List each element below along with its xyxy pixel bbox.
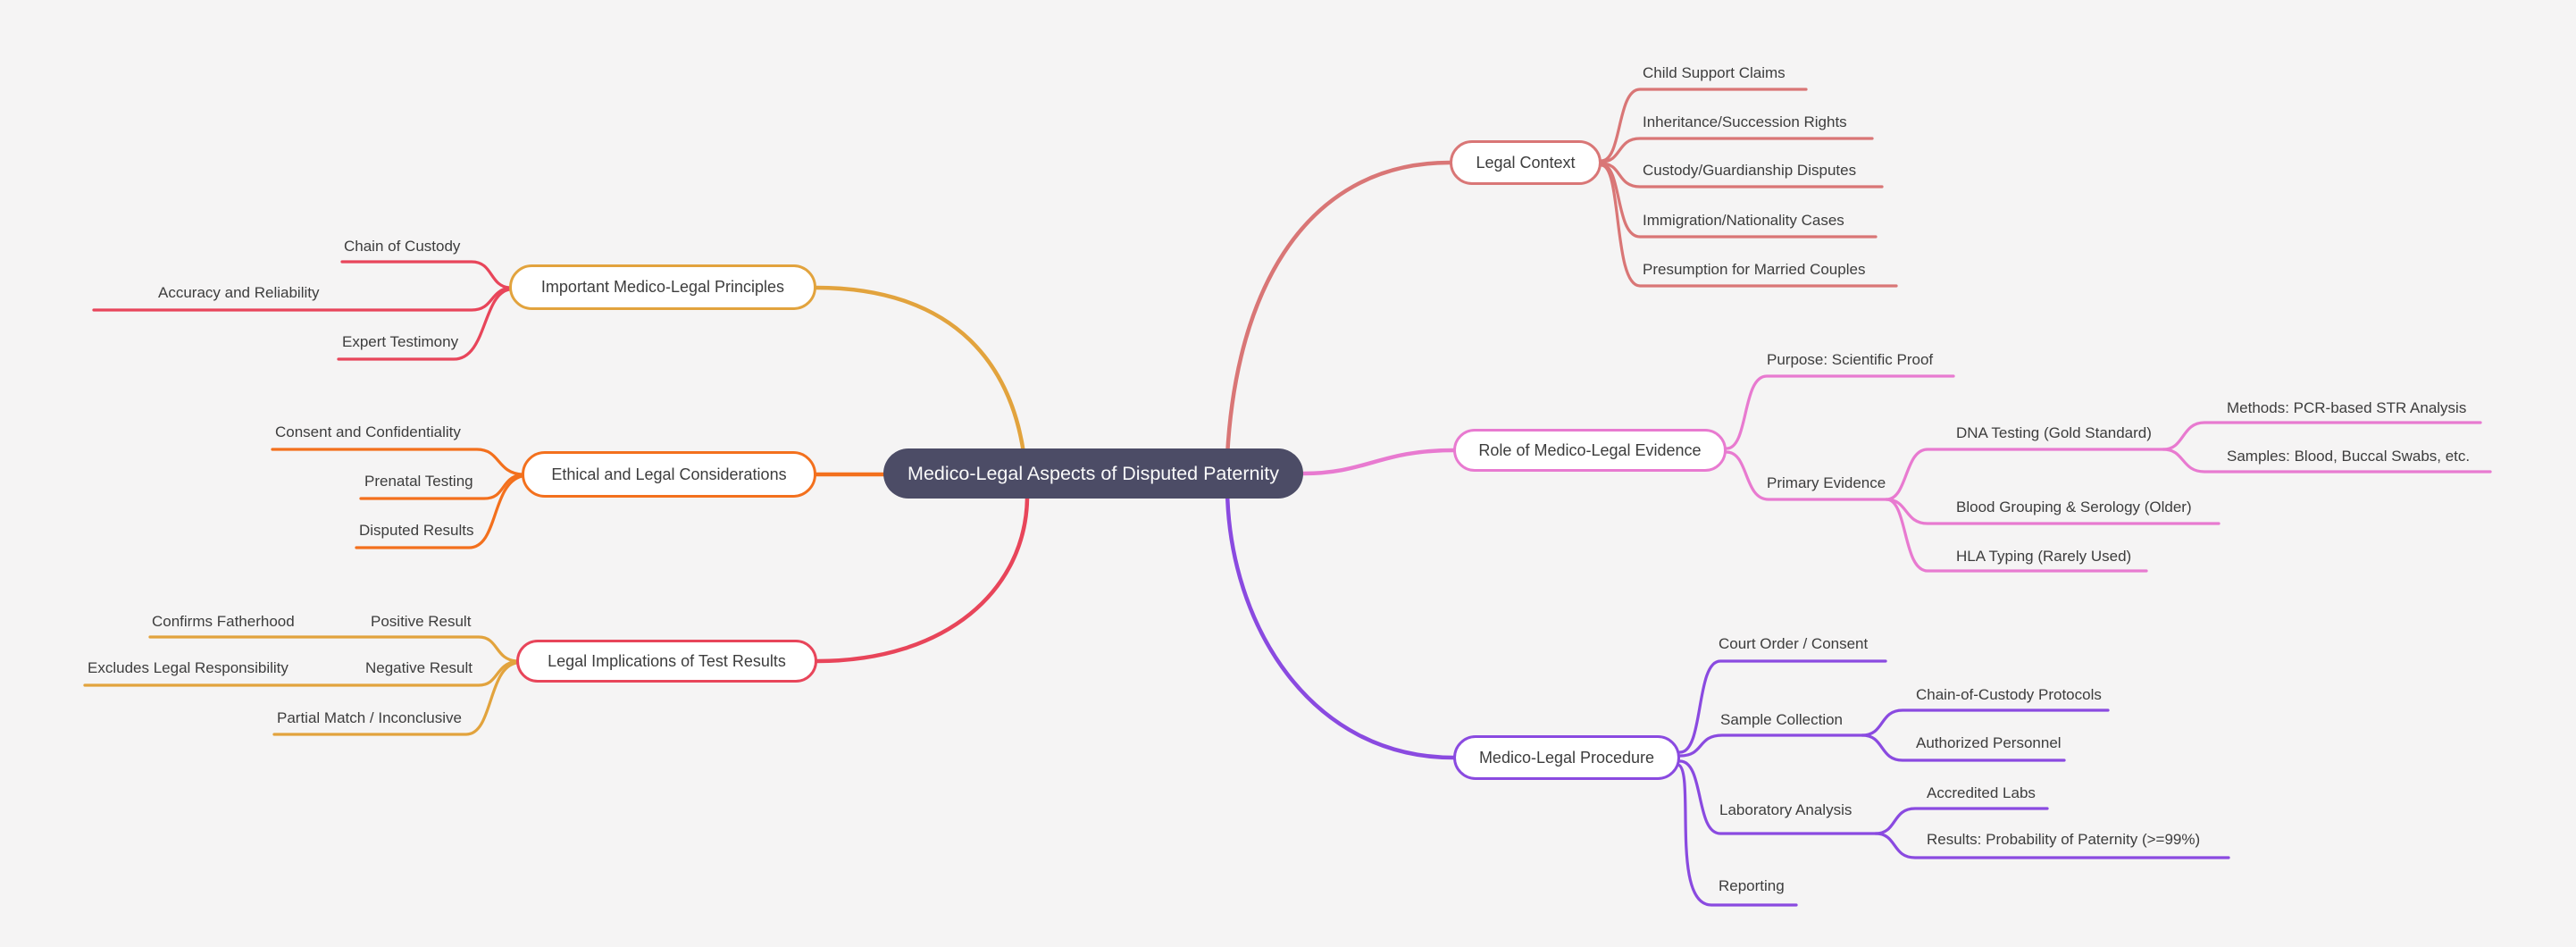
node-custody-guardianship[interactable]: Custody/Guardianship Disputes: [1643, 162, 1857, 179]
node-positive-result[interactable]: Positive Result: [371, 613, 472, 630]
ethical-links: [271, 448, 523, 549]
implications-links: [83, 635, 518, 736]
node-immigration-nationality[interactable]: Immigration/Nationality Cases: [1643, 212, 1844, 229]
node-chain-of-custody-protocols[interactable]: Chain-of-Custody Protocols: [1916, 686, 2102, 703]
node-blood-grouping-serology[interactable]: Blood Grouping & Serology (Older): [1956, 499, 2192, 515]
node-reporting[interactable]: Reporting: [1719, 877, 1785, 894]
node-authorized-personnel[interactable]: Authorized Personnel: [1916, 734, 2062, 751]
node-sample-collection[interactable]: Sample Collection: [1720, 711, 1844, 728]
node-partial-match-inconclusive[interactable]: Partial Match / Inconclusive: [277, 709, 462, 726]
branch-legal-context[interactable]: Legal Context: [1450, 140, 1602, 185]
legal-context-links: [1600, 88, 1898, 288]
node-accuracy-reliability[interactable]: Accuracy and Reliability: [158, 284, 320, 301]
node-hla-typing[interactable]: HLA Typing (Rarely Used): [1956, 548, 2132, 565]
node-samples-blood-buccal[interactable]: Samples: Blood, Buccal Swabs, etc.: [2227, 448, 2471, 465]
procedure-links: [1677, 659, 2230, 907]
branch-ethical-considerations[interactable]: Ethical and Legal Considerations: [522, 451, 816, 498]
node-results-probability-paternity[interactable]: Results: Probability of Paternity (>=99%…: [1927, 831, 2201, 848]
branch-medico-legal-procedure[interactable]: Medico-Legal Procedure: [1453, 735, 1680, 780]
node-laboratory-analysis[interactable]: Laboratory Analysis: [1719, 801, 1853, 818]
node-disputed-results[interactable]: Disputed Results: [359, 522, 474, 539]
node-court-order-consent[interactable]: Court Order / Consent: [1719, 635, 1869, 652]
root-node[interactable]: Medico-Legal Aspects of Disputed Paterni…: [883, 448, 1303, 499]
evidence-links: [1725, 374, 2492, 573]
node-inheritance-succession[interactable]: Inheritance/Succession Rights: [1643, 113, 1847, 130]
node-purpose-scientific-proof[interactable]: Purpose: Scientific Proof: [1767, 351, 1934, 368]
node-chain-of-custody[interactable]: Chain of Custody: [344, 238, 461, 255]
node-child-support-claims[interactable]: Child Support Claims: [1643, 64, 1786, 81]
branch-role-of-evidence[interactable]: Role of Medico-Legal Evidence: [1453, 429, 1727, 472]
node-expert-testimony[interactable]: Expert Testimony: [342, 333, 459, 350]
node-dna-testing[interactable]: DNA Testing (Gold Standard): [1956, 424, 2152, 441]
branch-important-principles[interactable]: Important Medico-Legal Principles: [509, 264, 816, 310]
node-prenatal-testing[interactable]: Prenatal Testing: [364, 473, 473, 490]
branch-legal-implications[interactable]: Legal Implications of Test Results: [516, 640, 817, 683]
node-accredited-labs[interactable]: Accredited Labs: [1927, 784, 2036, 801]
center-links: [814, 160, 1456, 760]
node-excludes-legal-responsibility[interactable]: Excludes Legal Responsibility: [88, 659, 289, 676]
principles-links: [92, 260, 511, 361]
node-presumption-married-couples[interactable]: Presumption for Married Couples: [1643, 261, 1866, 278]
node-methods-pcr-str[interactable]: Methods: PCR-based STR Analysis: [2227, 399, 2467, 416]
node-primary-evidence[interactable]: Primary Evidence: [1767, 474, 1886, 491]
node-consent-confidentiality[interactable]: Consent and Confidentiality: [275, 423, 461, 440]
node-negative-result[interactable]: Negative Result: [365, 659, 473, 676]
node-confirms-fatherhood[interactable]: Confirms Fatherhood: [152, 613, 295, 630]
